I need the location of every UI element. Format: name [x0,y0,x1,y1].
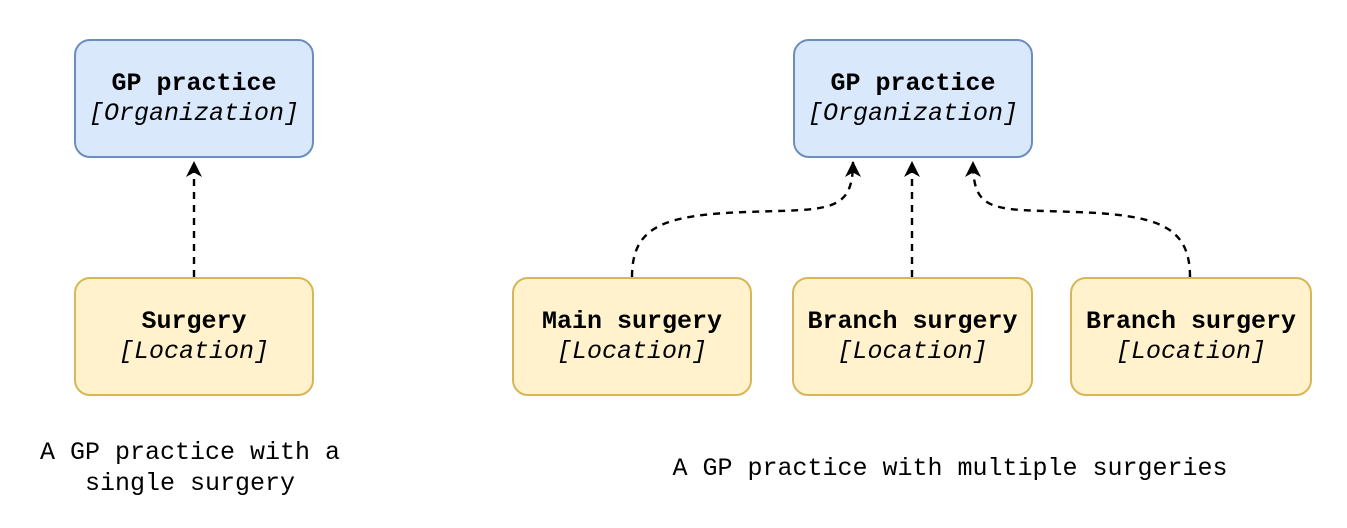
node-gp-practice-multiple: GP practice [Organization] [793,39,1033,158]
caption-single-surgery: A GP practice with a single surgery [39,438,341,498]
node-gp-practice-single: GP practice [Organization] [74,39,314,158]
node-entity-type: [Location] [118,336,270,366]
edge-main-surgery-to-gp-practice [630,161,861,278]
node-title: GP practice [111,68,277,98]
node-branch-surgery-1: Branch surgery [Location] [792,277,1033,396]
node-title: Main surgery [541,306,723,336]
edge-branch-surgery-2-to-gp-practice [965,161,1192,278]
node-entity-type: [Organization] [807,98,1019,128]
node-entity-type: [Organization] [88,98,300,128]
caption-multiple-surgeries: A GP practice with multiple surgeries [672,454,1228,483]
node-entity-type: [Location] [556,336,708,366]
node-title: Branch surgery [1085,306,1297,336]
node-branch-surgery-2: Branch surgery [Location] [1070,277,1312,396]
node-surgery: Surgery [Location] [74,277,314,396]
node-title: Surgery [141,306,247,336]
node-main-surgery: Main surgery [Location] [512,277,752,396]
node-title: GP practice [830,68,996,98]
node-title: Branch surgery [807,306,1018,336]
node-entity-type: [Location] [1115,336,1267,366]
node-entity-type: [Location] [837,336,988,366]
